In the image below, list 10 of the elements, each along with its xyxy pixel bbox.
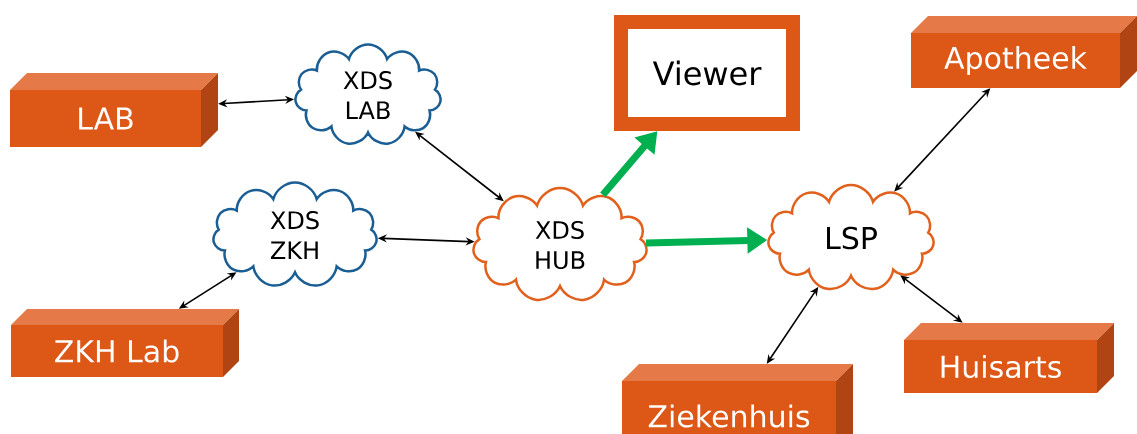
block: ZKH Lab [11,309,239,377]
block: Apotheek [911,16,1137,88]
cloud: LSP [767,183,935,291]
cloud: XDS HUB [472,186,648,302]
block: LAB [10,73,218,147]
block: Huisarts [904,323,1114,393]
cloud: XDS ZKH [212,181,378,287]
viewer-box: Viewer [614,15,800,131]
block: Ziekenhuis [622,364,853,434]
cloud: XDS LAB [294,43,442,145]
